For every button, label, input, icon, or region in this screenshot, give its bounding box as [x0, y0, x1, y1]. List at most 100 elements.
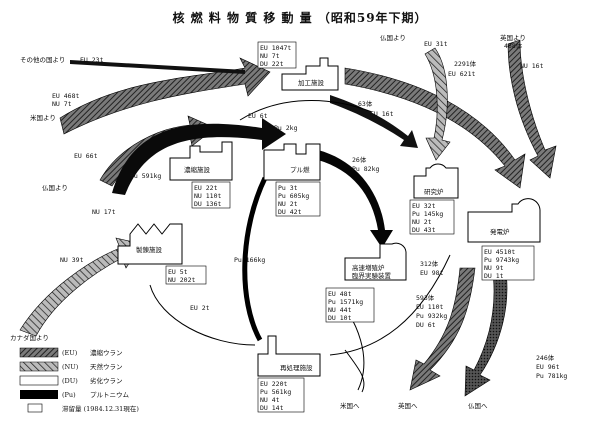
flow-fab-count2: 63体 — [358, 99, 373, 108]
legend-note: 滞留量 (1984.12.31現在) — [62, 404, 139, 413]
arrow-pu-166 — [242, 176, 268, 342]
inv-pu-1: Pu 605kg — [278, 192, 309, 200]
inv-rep-0: EU 220t — [260, 380, 287, 388]
inv-enr-2: DU 136t — [194, 200, 221, 208]
legend-eu-code: (EU) — [62, 349, 78, 357]
source-other: その他の国より — [20, 55, 65, 64]
inv-pu-3: DU 42t — [278, 208, 302, 216]
pu-fuel-label: プル燃 — [290, 165, 310, 174]
flow-pu-2kg: Pu 2kg — [274, 124, 298, 132]
inv-res-3: DU 43t — [412, 226, 436, 234]
flow-canada-nu: NU 39t — [60, 256, 84, 264]
flow-refining-nu: NU 17t — [92, 208, 116, 216]
legend-du-code: (DU) — [62, 377, 78, 385]
flow-fbr-count: 26体 — [352, 155, 367, 164]
source-us: 米国より — [30, 113, 56, 122]
inventory-power: EU 4510t Pu 9743kg NU 9t DU 1t — [481, 245, 535, 281]
arrow-us-to-fabrication — [59, 57, 271, 135]
legend-swatch-eu — [19, 347, 59, 358]
flow-uk-count: 593体 — [416, 293, 435, 302]
facility-pu-fuel: プル燃 — [263, 143, 321, 181]
legend-swatch-pu — [20, 390, 58, 399]
inventory-enrichment: EU 22t NU 110t DU 136t — [191, 181, 231, 209]
source-canada: カナダ国より — [10, 333, 49, 342]
inventory-research: EU 32t Pu 145kg NU 2t DU 43t — [409, 199, 455, 235]
inv-pu-0: Pu 3t — [278, 184, 298, 192]
inv-ref-1: NU 202t — [168, 276, 195, 284]
legend-eu-name: 濃縮ウラン — [90, 348, 123, 357]
inv-fab-0: EU 1047t — [260, 44, 291, 52]
source-britain-top: 英国より — [500, 33, 526, 42]
flow-fab-eu: EU 621t — [448, 70, 475, 78]
inv-res-0: EU 32t — [412, 202, 436, 210]
facility-fbr: 高速増殖炉 臨界実験装置 — [344, 242, 407, 281]
flow-britain-nu: NU 16t — [520, 62, 544, 70]
legend-swatch-du — [19, 375, 59, 386]
inv-res-1: Pu 145kg — [412, 210, 443, 218]
inv-enr-1: NU 110t — [194, 192, 221, 200]
arrow-power-to-reprocessing — [329, 254, 451, 356]
legend-pu-name: プルトニウム — [90, 391, 130, 399]
inv-ref-0: EU 5t — [168, 268, 188, 276]
inv-pow-0: EU 4510t — [484, 248, 515, 256]
legend-swatch-nu — [19, 361, 59, 372]
arrow-pufuel-to-fbr — [318, 150, 393, 248]
flow-uk-pu: Pu 932kg — [416, 312, 447, 320]
fbr-label: 高速増殖炉 臨界実験装置 — [352, 263, 392, 280]
inv-rep-1: Pu 561kg — [260, 388, 291, 396]
inv-rep-3: DU 14t — [260, 404, 284, 412]
flow-britain-count: 468体 — [504, 41, 523, 50]
legend-nu-name: 天然ウラン — [90, 362, 123, 371]
flow-pu-591: Pu 591kg — [130, 172, 161, 180]
arrow-britain-to-power — [507, 39, 557, 179]
legend-bracket — [27, 403, 43, 413]
fbr-label-line2: 臨界実験装置 — [352, 271, 392, 280]
page-title: 核 燃 料 物 質 移 動 量 （昭和59年下期） — [172, 10, 427, 25]
arrow-fabrication-to-research — [330, 95, 418, 148]
inv-fbr-0: EU 48t — [328, 290, 352, 298]
inv-pow-3: DU 1t — [484, 272, 504, 280]
flow-us-eu: EU 468t — [52, 92, 79, 100]
facility-enrichment: 濃縮施設 — [169, 141, 233, 181]
arrow-reprocessing-to-us — [344, 349, 365, 393]
flow-pu-166: Pu 166kg — [234, 256, 265, 264]
facility-refining: 製錬施設 — [117, 223, 183, 265]
facility-fabrication: 加工施設 — [281, 57, 339, 91]
flow-france-top-eu: EU 31t — [424, 40, 448, 48]
arrow-power-to-uk — [409, 267, 476, 391]
facility-research: 研究炉 — [413, 163, 459, 199]
flow-repro-eu: EU 2t — [190, 304, 210, 312]
inventory-refining: EU 5t NU 202t — [165, 265, 207, 285]
power-label: 発電炉 — [490, 227, 510, 236]
dest-us: 米国へ — [340, 401, 360, 410]
reprocessing-label: 再処理施設 — [280, 363, 313, 372]
facility-reprocessing: 再処理施設 — [257, 335, 321, 377]
arrow-power-to-france — [464, 264, 508, 397]
inv-enr-0: EU 22t — [194, 184, 218, 192]
legend-du-name: 劣化ウラン — [90, 376, 123, 385]
source-france-left: 仏国より — [42, 184, 68, 192]
inv-fbr-3: DU 10t — [328, 314, 352, 322]
arrow-fabrication-to-power — [344, 67, 526, 189]
inv-pow-2: NU 9t — [484, 264, 504, 272]
facility-power: 発電炉 — [467, 198, 541, 243]
flow-fr-count: 246体 — [536, 353, 555, 362]
inv-fbr-2: NU 44t — [328, 306, 352, 314]
arrow-other-to-fabrication — [70, 60, 245, 74]
inv-res-2: NU 2t — [412, 218, 432, 226]
dest-britain: 英国へ — [398, 401, 418, 410]
fbr-label-line1: 高速増殖炉 — [352, 263, 385, 272]
research-label: 研究炉 — [424, 187, 444, 196]
flow-france-left-eu: EU 66t — [74, 152, 98, 160]
inv-fbr-1: Pu 1571kg — [328, 298, 363, 306]
legend: (EU) 濃縮ウラン (NU) 天然ウラン (DU) 劣化ウラン (Pu) プル… — [19, 347, 139, 413]
arrow-france-to-research — [424, 47, 451, 161]
arrow-reprocessing-to-refining — [149, 284, 256, 346]
inv-pow-1: Pu 9743kg — [484, 256, 519, 264]
flow-fab-eu2: EU 16t — [370, 110, 394, 118]
fabrication-label: 加工施設 — [298, 78, 325, 87]
legend-nu-code: (NU) — [62, 363, 79, 371]
inv-fab-2: DU 22t — [260, 60, 284, 68]
flow-us-nu: NU 7t — [52, 100, 72, 108]
